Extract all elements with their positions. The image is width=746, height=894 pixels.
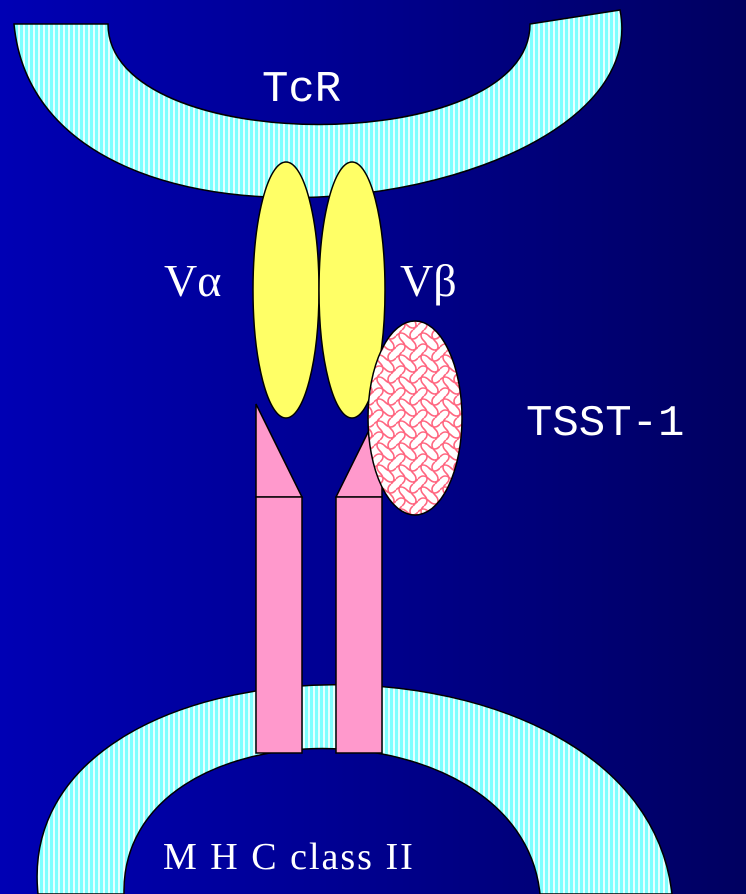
tsst-1-label: TSST-1 bbox=[526, 402, 684, 446]
v-beta-label: Vβ bbox=[400, 258, 457, 304]
v-alpha-label: Vα bbox=[164, 258, 221, 304]
tcr-label: TcR bbox=[262, 68, 341, 112]
tsst-1-toxin bbox=[368, 321, 462, 515]
v-alpha-domain bbox=[253, 162, 319, 418]
mhc-alpha-chain bbox=[256, 404, 302, 753]
mhc-class-ii-label: M H C class II bbox=[163, 838, 415, 876]
